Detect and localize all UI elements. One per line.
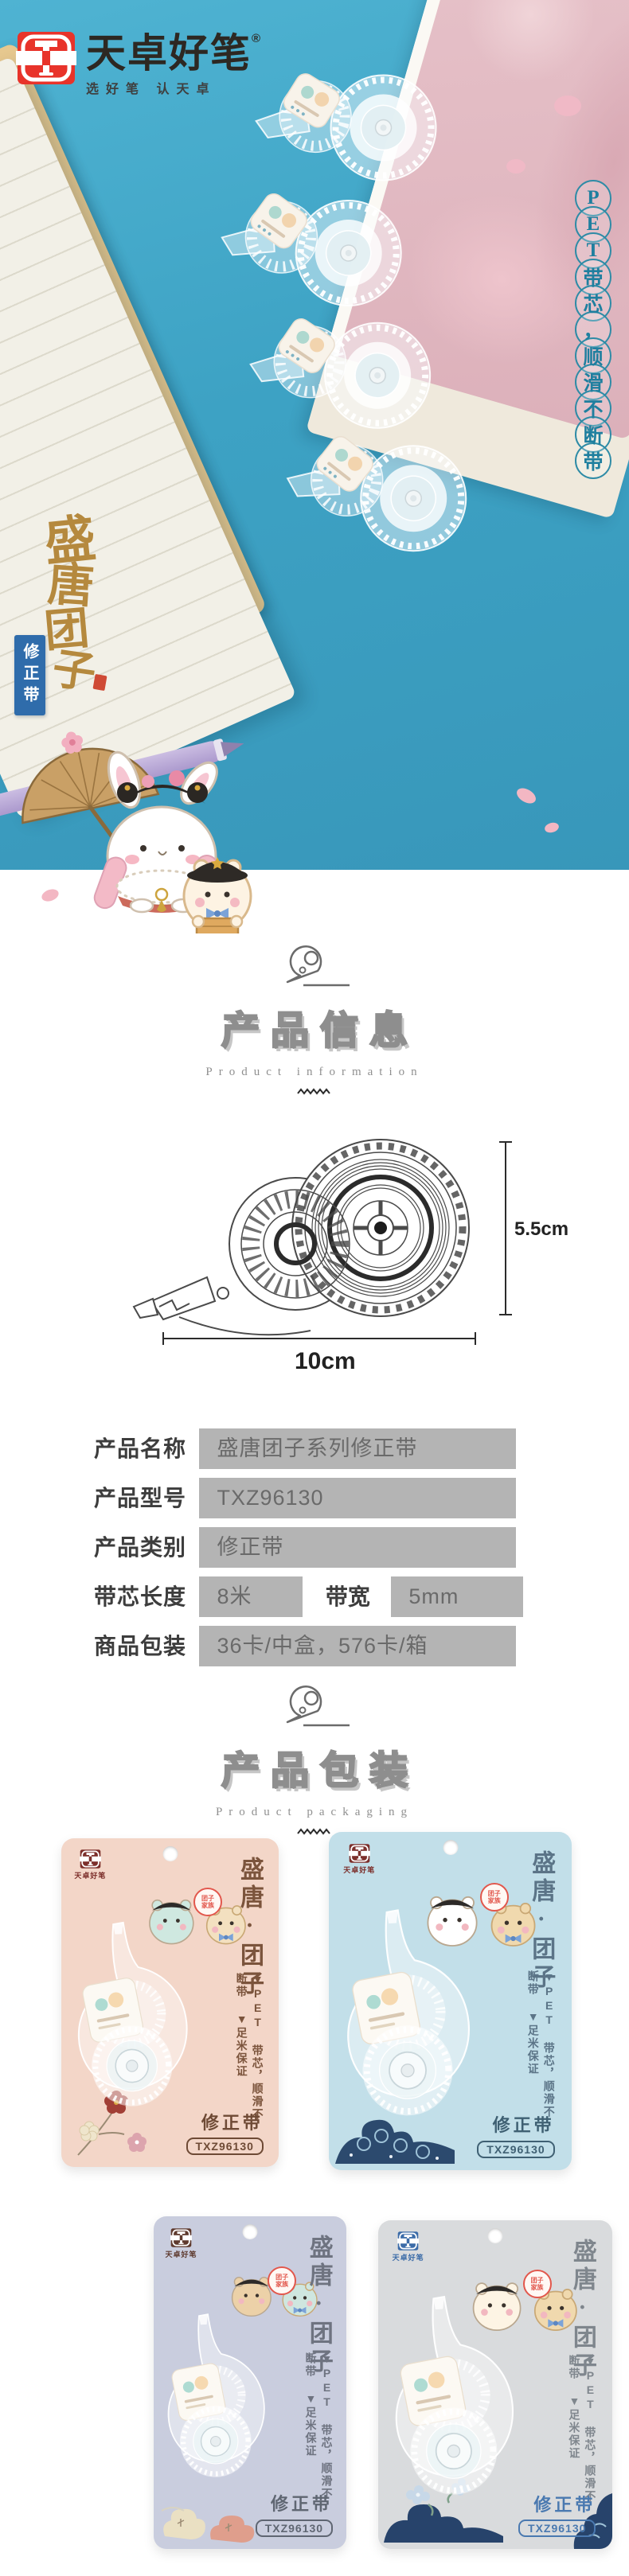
category-label: 修正带 bbox=[271, 2494, 334, 2515]
table-row: 产品名称 盛唐团子系列修正带 bbox=[94, 1428, 572, 1469]
card-title: 盛唐·团子 bbox=[236, 1856, 263, 1998]
section-title: 产品包装 bbox=[221, 1749, 419, 1794]
section-subtitle: Product packaging bbox=[215, 1806, 414, 1818]
card-title: 盛唐·团子 bbox=[568, 2238, 596, 2380]
spec-value: 修正带 bbox=[199, 1527, 517, 1568]
brand-logo: 天卓好笔® 选好笔 认天卓 bbox=[16, 32, 260, 97]
blossom-decoration bbox=[506, 159, 525, 173]
brand-logo: 天卓好笔 bbox=[393, 2231, 424, 2262]
squiggle-div/ider-icon bbox=[0, 1826, 629, 1840]
feature-text: ▼PET 带芯，顺滑不断带 ▼足米保证 bbox=[568, 2355, 597, 2504]
section-title: 产品信息 bbox=[221, 1009, 419, 1054]
spec-value: 盛唐团子系列修正带 bbox=[199, 1428, 517, 1469]
brand-tagline: 选好笔 认天卓 bbox=[86, 83, 217, 96]
model-badge: TXZ96130 bbox=[186, 2138, 264, 2156]
category-label: 修正带 bbox=[201, 2112, 264, 2133]
mascot-illustration bbox=[21, 731, 252, 933]
spec-value: 8米 bbox=[199, 1576, 303, 1617]
wave-decoration bbox=[334, 2119, 455, 2164]
hero-slogan: P E T 带 芯 ， 顺 滑 不 断 带 bbox=[575, 180, 611, 479]
spec-value: 5mm bbox=[391, 1576, 524, 1617]
section-packaging-header: 产品包装 Product packaging bbox=[0, 1681, 629, 1840]
calligraphy-series-name: 盛 唐 团 子 bbox=[41, 510, 111, 698]
model-badge: TXZ96130 bbox=[518, 2519, 596, 2538]
spec-value: 36卡/中盒，576卡/箱 bbox=[199, 1626, 517, 1666]
card-title: 盛唐·团子 bbox=[528, 1850, 555, 1993]
table-row: 产品类别 修正带 bbox=[94, 1527, 572, 1568]
hang-hole bbox=[242, 2224, 258, 2239]
product-card-lavender: 天卓好笔 盛唐·团子 团子 家族 ▼PET 带芯，顺滑不断带 ▼足米保证 修正带… bbox=[154, 2216, 346, 2549]
squiggle-divider-icon bbox=[0, 1085, 629, 1100]
hang-hole bbox=[487, 2228, 503, 2243]
model-badge: TXZ96130 bbox=[255, 2519, 334, 2537]
family-badge: 团子 家族 bbox=[268, 2266, 297, 2295]
blossom-decoration bbox=[554, 95, 581, 116]
spec-label: 商品包装 bbox=[94, 1634, 187, 1658]
tape-blister bbox=[380, 2279, 528, 2532]
brand-logo: 天卓好笔 bbox=[166, 2227, 197, 2259]
section-subtitle: Product information bbox=[205, 1066, 424, 1078]
hang-hole bbox=[443, 1840, 458, 1855]
tape-icon bbox=[286, 1686, 350, 1727]
spec-table: 产品名称 盛唐团子系列修正带 产品型号 TXZ96130 产品类别 修正带 带芯… bbox=[94, 1428, 572, 1675]
diagram-width-label: 10cm bbox=[295, 1348, 356, 1374]
tape-blister bbox=[154, 2277, 279, 2531]
hamster-mascot bbox=[182, 857, 252, 933]
product-card-blue: 天卓好笔 盛唐·团子 团子 家族 ▼PET 带芯，顺滑不断带 ▼足米保证 修正带… bbox=[329, 1832, 572, 2170]
hang-hole bbox=[162, 1846, 178, 1861]
category-badge: 修正带 bbox=[14, 635, 45, 715]
family-badge: 团子 家族 bbox=[479, 1882, 509, 1912]
spec-value: TXZ96130 bbox=[199, 1478, 517, 1518]
brand-logo: 天卓好笔 bbox=[343, 1843, 375, 1875]
product-card-pink: 天卓好笔 盛唐·团子 团子 家族 ▼PET 带芯，顺滑不断带 ▼足米保证 修正带… bbox=[61, 1838, 279, 2167]
diagram-height-label: 5.5cm bbox=[514, 1218, 568, 1240]
spec-label: 产品型号 bbox=[94, 1486, 187, 1510]
family-badge: 团子 家族 bbox=[193, 1887, 223, 1916]
bush-decoration bbox=[161, 2506, 255, 2543]
category-label: 修正带 bbox=[533, 2494, 596, 2515]
registered-mark: ® bbox=[252, 32, 261, 45]
category-label: 修正带 bbox=[492, 2114, 555, 2135]
spec-label: 产品名称 bbox=[94, 1436, 187, 1461]
table-row: 带芯长度 8米 带宽 5mm bbox=[94, 1576, 572, 1617]
tape-blister bbox=[330, 1892, 484, 2153]
hero-photo: 天卓好笔® 选好笔 认天卓 P E T 带 芯 ， 顺 滑 不 断 带 盛 唐 … bbox=[0, 0, 629, 870]
feature-text: ▼PET 带芯，顺滑不断带 ▼足米保证 bbox=[526, 1970, 556, 2119]
spec-label: 产品类别 bbox=[94, 1535, 187, 1560]
slogan-char: 带 bbox=[575, 442, 611, 479]
tape-blister bbox=[63, 1898, 201, 2151]
model-badge: TXZ96130 bbox=[477, 2140, 555, 2158]
brand-name: 天卓好笔 bbox=[86, 31, 252, 76]
spec-label: 带芯长度 bbox=[94, 1584, 187, 1609]
dimension-diagram: 5.5cm 10cm bbox=[132, 1139, 568, 1374]
brand-emblem-icon bbox=[16, 32, 76, 84]
card-title: 盛唐·团子 bbox=[305, 2234, 332, 2376]
feature-text: ▼PET 带芯，顺滑不断带 ▼足米保证 bbox=[235, 1973, 264, 2122]
product-card-gray: 天卓好笔 盛唐·团子 团子 家族 ▼PET 带芯，顺滑不断带 ▼足米保证 修正带… bbox=[378, 2220, 612, 2549]
family-badge: 团子 家族 bbox=[522, 2269, 552, 2298]
spec-label: 带宽 bbox=[325, 1584, 370, 1609]
section-product-info-header: 产品信息 Product information bbox=[0, 941, 629, 1100]
tape-icon bbox=[286, 945, 350, 987]
brand-logo: 天卓好笔 bbox=[74, 1849, 106, 1880]
table-row: 产品型号 TXZ96130 bbox=[94, 1478, 572, 1518]
feature-text: ▼PET 带芯，顺滑不断带 ▼足米保证 bbox=[304, 2352, 334, 2501]
table-row: 商品包装 36卡/中盒，576卡/箱 bbox=[94, 1626, 572, 1666]
